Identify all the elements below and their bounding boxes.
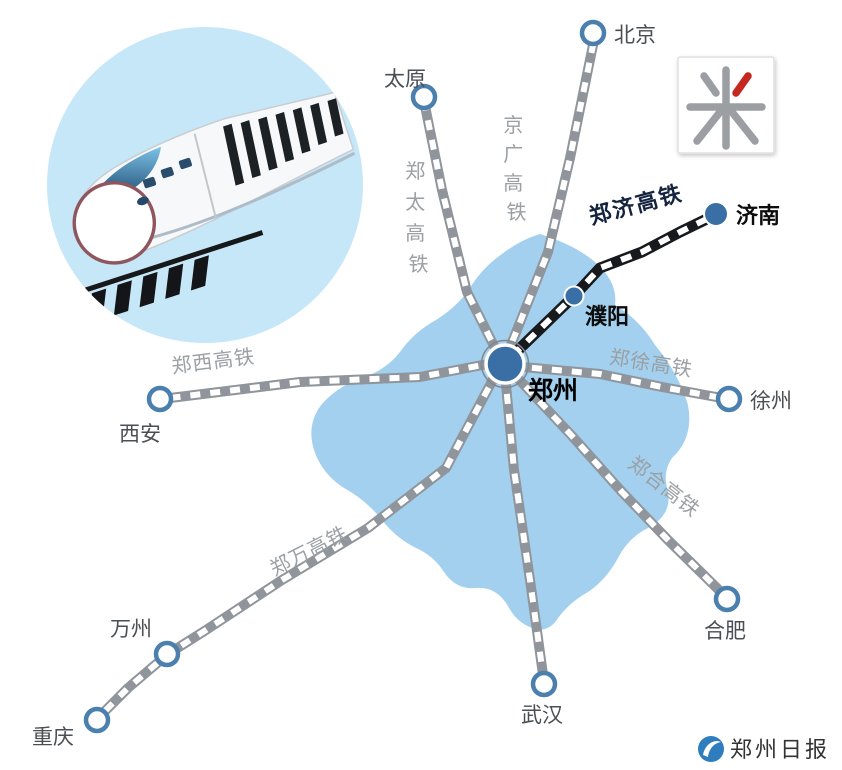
- city-label-puyang: 濮阳: [585, 304, 629, 329]
- train-headlight: [72, 181, 157, 265]
- window-bar: [292, 107, 311, 154]
- station-zhengzhou: [484, 343, 526, 385]
- rail-line-jingguang-north: [500, 40, 598, 365]
- rail-line-south-branch-wuhan: [500, 369, 549, 687]
- city-label-hefei: 合肥: [704, 620, 746, 643]
- station-xian: [146, 385, 174, 413]
- city-label-xuzhou: 徐州: [750, 390, 792, 413]
- city-label-jinan: 济南: [736, 203, 780, 228]
- line-label-zhengxi: 郑西高铁: [170, 345, 256, 378]
- mi-stroke-top-left-dot: [700, 72, 720, 97]
- window-bar: [223, 123, 245, 186]
- train-window: [178, 157, 192, 170]
- train-door-seam: [193, 133, 218, 220]
- station-wanzhou: [153, 640, 181, 668]
- rail-line-zhengtai: [420, 101, 505, 363]
- mi-stroke-right-leg: [728, 108, 759, 145]
- mi-stroke-left-leg: [693, 108, 724, 145]
- track-rail: [60, 230, 264, 301]
- window-bar: [327, 98, 344, 137]
- city-label-taiyuan: 太原: [384, 68, 426, 91]
- window-bar: [258, 116, 278, 171]
- publisher-logo: 郑州日报: [698, 736, 830, 762]
- rail-line-zhengji-highlighted: [506, 209, 721, 362]
- window-bar: [275, 112, 295, 162]
- station-puyang: [563, 285, 585, 307]
- window-bar: [240, 120, 261, 179]
- train-illustration: [60, 91, 356, 333]
- station-xuzhou: [715, 385, 743, 413]
- line-label-zhengtai: 郑 太 高 铁: [405, 160, 433, 276]
- city-label-wuhan: 武汉: [521, 704, 563, 727]
- train-marker-light: [137, 196, 149, 206]
- rail-line-zhengxi: [157, 357, 503, 404]
- city-label-zhengzhou: 郑州: [528, 377, 578, 405]
- line-label-zhengji: 郑济高铁: [586, 180, 685, 229]
- track-sleeper: [113, 280, 132, 316]
- mi-stroke-top-right-dot-red: [732, 72, 752, 97]
- train-window: [142, 176, 157, 189]
- mi-character-glyph: [686, 66, 766, 150]
- train-window-band: [223, 98, 344, 186]
- train-inset: [47, 27, 363, 343]
- line-label-jingguang: 京 广 高 铁: [503, 114, 531, 224]
- station-zhengzhou-ring: [480, 339, 530, 389]
- station-wuhan: [530, 670, 558, 698]
- henan-province-shape: [311, 234, 690, 630]
- mi-character-badge: [677, 56, 775, 154]
- track-sleeper: [62, 296, 81, 333]
- rail-line-zhenghe: [507, 367, 730, 601]
- station-jinan: [703, 201, 729, 227]
- track-sleeper: [165, 263, 184, 299]
- city-label-xian: 西安: [119, 423, 161, 446]
- city-label-wanzhou: 万州: [110, 618, 152, 641]
- station-hefei: [713, 585, 741, 613]
- city-label-beijing: 北京: [614, 24, 656, 47]
- station-taiyuan: [410, 83, 438, 111]
- publisher-logo-icon: [698, 736, 724, 762]
- train-window: [160, 166, 174, 179]
- station-chongqing: [83, 706, 111, 734]
- station-beijing: [579, 19, 607, 47]
- rail-line-zhengwan: [93, 365, 503, 723]
- window-bar: [310, 102, 328, 145]
- rail-line-zhengxu: [507, 361, 732, 404]
- track-sleeper: [190, 255, 209, 291]
- track-sleeper: [139, 271, 158, 308]
- city-label-chongqing: 重庆: [32, 726, 74, 749]
- publisher-name: 郑州日报: [730, 737, 830, 762]
- publisher-logo-swirl-icon: [703, 741, 721, 757]
